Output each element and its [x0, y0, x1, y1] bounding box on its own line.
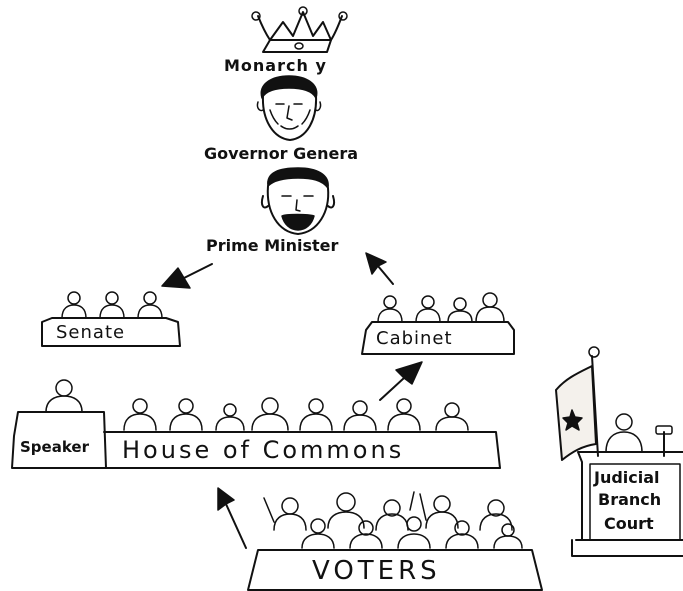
judicial-label-line1: Judicial [594, 468, 660, 487]
speaker-member [45, 379, 83, 413]
judicial-label-line3: Court [604, 514, 654, 533]
voters-crowd [263, 491, 523, 549]
senate-members [61, 291, 163, 319]
speaker-desk [11, 411, 107, 469]
judge-figure [605, 413, 643, 453]
cabinet-label: Cabinet [376, 328, 453, 349]
voters-desk [247, 549, 543, 591]
cabinet-desk [361, 321, 515, 355]
governor-portrait-icon [256, 75, 322, 141]
commons-members [123, 397, 469, 431]
cabinet-members [377, 292, 505, 323]
arrow-pm-to-senate [161, 263, 213, 289]
monarchy-label: Monarch y [224, 56, 327, 75]
house-of-commons-label: House of Commons [122, 436, 405, 464]
arrow-cabinet-to-pm [365, 252, 394, 285]
flag-icon [555, 346, 600, 461]
commons-desk [103, 431, 501, 469]
judicial-label-line2: Branch [598, 490, 662, 509]
speaker-label: Speaker [20, 438, 89, 456]
crown-icon [251, 6, 348, 53]
governor-general-label: Governor Genera [204, 144, 359, 163]
prime-minister-label: Prime Minister [206, 236, 339, 255]
senate-label: Senate [56, 322, 126, 343]
voters-label: VOTERS [312, 556, 441, 586]
arrow-voters-to-commons [217, 487, 247, 549]
prime-minister-portrait-icon [260, 167, 336, 235]
judicial-bench [571, 451, 683, 557]
arrow-commons-to-cabinet [379, 361, 423, 401]
senate-desk [41, 317, 181, 347]
